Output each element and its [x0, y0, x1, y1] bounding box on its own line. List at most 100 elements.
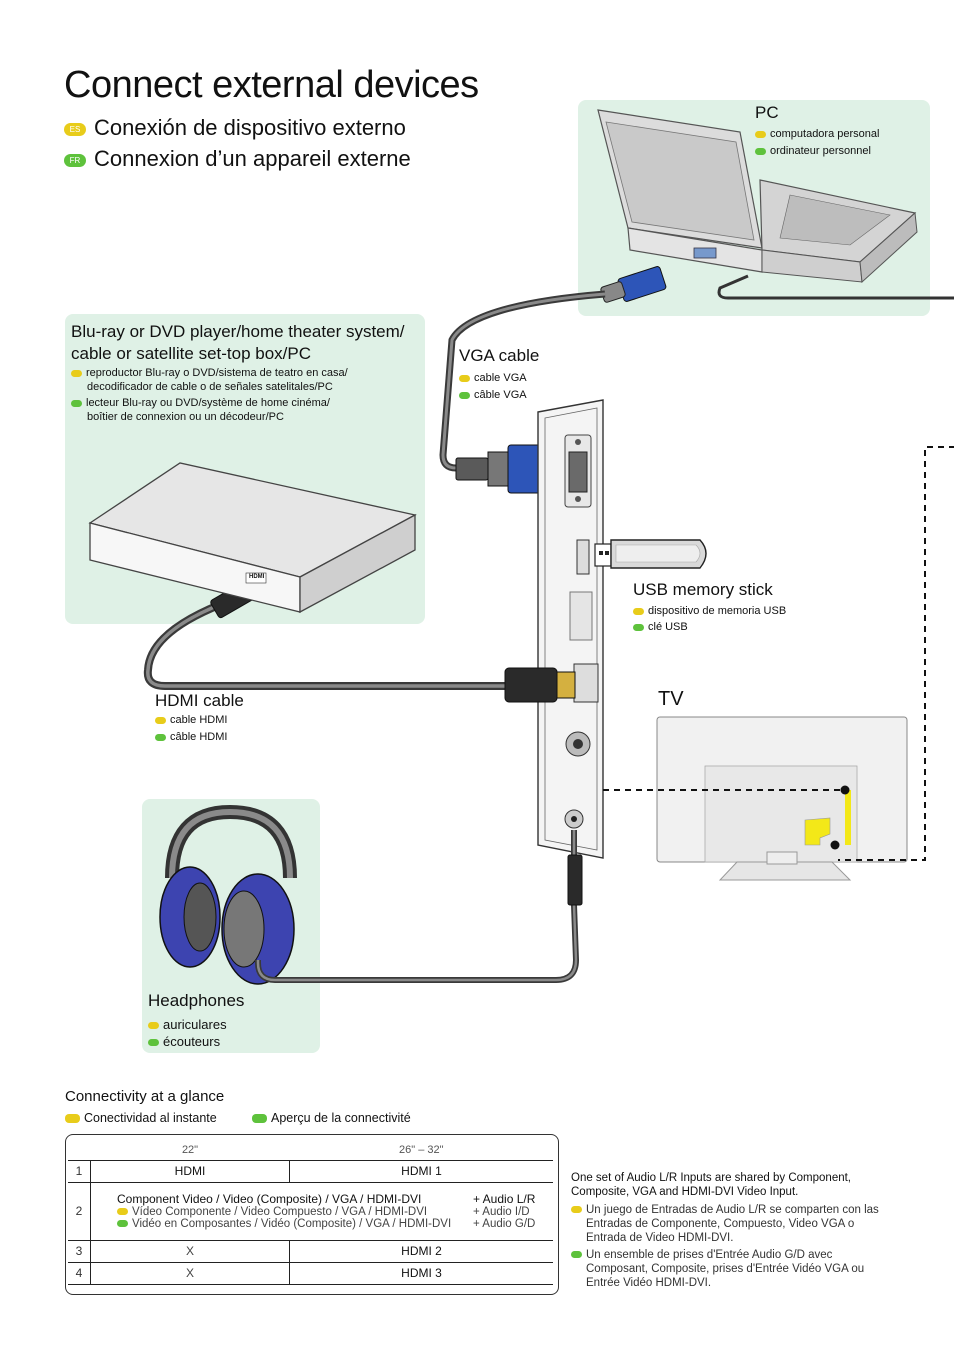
player-fr: lecteur Blu-ray ou DVD/système de home c…: [71, 396, 330, 424]
connectivity-table-frame: [65, 1134, 559, 1295]
vga-fr: câble VGA: [459, 388, 527, 402]
row3-col22: X: [90, 1239, 291, 1262]
row1-col22: HDMI: [90, 1159, 291, 1182]
hdmi-fr: câble HDMI: [155, 730, 227, 744]
row-number: 2: [68, 1181, 91, 1240]
fr-dot-icon: [571, 1251, 582, 1258]
fr-dot-icon: [71, 399, 82, 407]
row1-col26: HDMI 1: [289, 1159, 553, 1182]
usb-es-text: dispositivo de memoria USB: [648, 605, 787, 617]
tv-title: TV: [658, 688, 684, 710]
headphones-es-text: auriculares: [163, 1017, 227, 1032]
tv-side-panel: [537, 399, 604, 859]
es-dot-icon: [459, 374, 470, 382]
player-title-line2: cable or satellite set-top box/PC: [71, 344, 312, 363]
headphones-illustration: [159, 804, 297, 985]
es-dot-icon: [633, 607, 644, 615]
row2-audio-en: + Audio L/R: [473, 1192, 536, 1206]
row3-col26: HDMI 2: [289, 1239, 553, 1262]
table-row: 1 HDMI HDMI 1: [68, 1159, 553, 1182]
connectivity-fr-text: Aperçu de la connectivité: [271, 1111, 411, 1125]
player-fr-line2: boîtier de connexion ou un décodeur/PC: [87, 411, 284, 423]
note-fr: Un ensemble de prises d'Entrée Audio G/D…: [586, 1249, 865, 1289]
es-dot-icon: [65, 1114, 80, 1124]
player-fr-line1: lecteur Blu-ray ou DVD/système de home c…: [86, 397, 330, 409]
fr-badge: FR: [64, 153, 86, 167]
row2-audio-fr: + Audio G/D: [473, 1218, 536, 1230]
table-row: 3 X HDMI 2: [68, 1239, 553, 1262]
col-22-header: 22": [181, 1143, 199, 1156]
player-es-line1: reproductor Blu-ray o DVD/sistema de tea…: [86, 367, 348, 379]
hdmi-es-text: cable HDMI: [170, 714, 228, 726]
es-dot-icon: [71, 369, 82, 377]
fr-dot-icon: [117, 1220, 128, 1228]
row2-es: Vídeo Componente / Video Compuesto / VGA…: [132, 1206, 428, 1218]
row-number: 1: [68, 1159, 91, 1182]
audio-note: One set of Audio L/R Inputs are shared b…: [571, 1171, 891, 1290]
hdmi-es: cable HDMI: [155, 713, 227, 727]
fr-dot-icon: [459, 391, 470, 399]
pc-title: PC: [755, 103, 779, 122]
subtitle-es: ES Conexión de dispositivo externo: [64, 115, 406, 141]
hdmi-title: HDMI cable: [155, 691, 244, 710]
note-fr-row: Un ensemble de prises d'Entrée Audio G/D…: [571, 1248, 891, 1290]
vga-fr-text: câble VGA: [474, 389, 527, 401]
row2-merged: Component Video / Video (Composite) / VG…: [90, 1181, 553, 1240]
es-dot-icon: [155, 716, 166, 724]
row2-audio-es: + Audio I/D: [473, 1206, 530, 1218]
headphones-fr: écouteurs: [148, 1033, 220, 1050]
usb-fr: clé USB: [633, 620, 688, 634]
headphones-fr-text: écouteurs: [163, 1034, 221, 1049]
laptop-illustration: [597, 109, 918, 284]
note-es: Un juego de Entradas de Audio L/R se com…: [586, 1204, 879, 1244]
col-26-32-header: 26" – 32": [399, 1143, 444, 1156]
note-en: One set of Audio L/R Inputs are shared b…: [571, 1172, 852, 1198]
usb-es: dispositivo de memoria USB: [633, 604, 786, 618]
connectivity-es-text: Conectividad al instante: [84, 1111, 217, 1125]
pc-es-text: computadora personal: [770, 128, 880, 140]
player-box-illustration: [88, 462, 417, 614]
tv-illustration: [656, 716, 908, 881]
row4-col22: X: [90, 1261, 291, 1285]
table-header-row: 22" 26" – 32": [68, 1140, 553, 1160]
vga-title: VGA cable: [459, 346, 540, 365]
headphones-title: Headphones: [148, 991, 245, 1010]
fr-dot-icon: [252, 1114, 267, 1124]
es-dot-icon: [117, 1208, 128, 1216]
player-title-line1: Blu-ray or DVD player/home theater syste…: [71, 322, 405, 341]
vga-es-text: cable VGA: [474, 372, 527, 384]
player-hdmi-port-label: HDMI: [249, 574, 265, 580]
pc-fr-text: ordinateur personnel: [770, 145, 871, 157]
row2-en: Component Video / Video (Composite) / VG…: [117, 1192, 422, 1206]
es-dot-icon: [571, 1206, 582, 1213]
hdmi-fr-text: câble HDMI: [170, 731, 228, 743]
connectivity-es: Conectividad al instante: [65, 1110, 217, 1127]
connectivity-fr: Aperçu de la connectivité: [252, 1110, 411, 1127]
subtitle-fr-text: Connexion d’un appareil externe: [94, 146, 411, 171]
headphones-es: auriculares: [148, 1016, 227, 1033]
es-dot-icon: [755, 130, 766, 138]
fr-dot-icon: [755, 147, 766, 155]
subtitle-es-text: Conexión de dispositivo externo: [94, 115, 406, 140]
pc-es: computadora personal: [755, 127, 879, 141]
es-badge: ES: [64, 122, 86, 136]
usb-fr-text: clé USB: [648, 621, 688, 633]
player-es: reproductor Blu-ray o DVD/sistema de tea…: [71, 366, 348, 394]
note-es-row: Un juego de Entradas de Audio L/R se com…: [571, 1203, 891, 1245]
subtitle-fr: FR Connexion d’un appareil externe: [64, 146, 411, 172]
row4-col26: HDMI 3: [289, 1261, 553, 1285]
fr-dot-icon: [155, 733, 166, 741]
table-row: 4 X HDMI 3: [68, 1261, 553, 1285]
row-number: 4: [68, 1261, 91, 1285]
es-dot-icon: [148, 1022, 159, 1030]
row-number: 3: [68, 1239, 91, 1262]
table-row: 2 Component Video / Video (Composite) / …: [68, 1181, 553, 1240]
page-title: Connect external devices: [64, 64, 479, 106]
vga-es: cable VGA: [459, 371, 527, 385]
connectivity-title: Connectivity at a glance: [65, 1088, 225, 1105]
pc-fr: ordinateur personnel: [755, 144, 871, 158]
player-title: Blu-ray or DVD player/home theater syste…: [71, 321, 405, 365]
connectivity-table: 22" 26" – 32" 1 HDMI HDMI 1 2 Component …: [68, 1140, 553, 1285]
usb-title: USB memory stick: [633, 580, 773, 599]
